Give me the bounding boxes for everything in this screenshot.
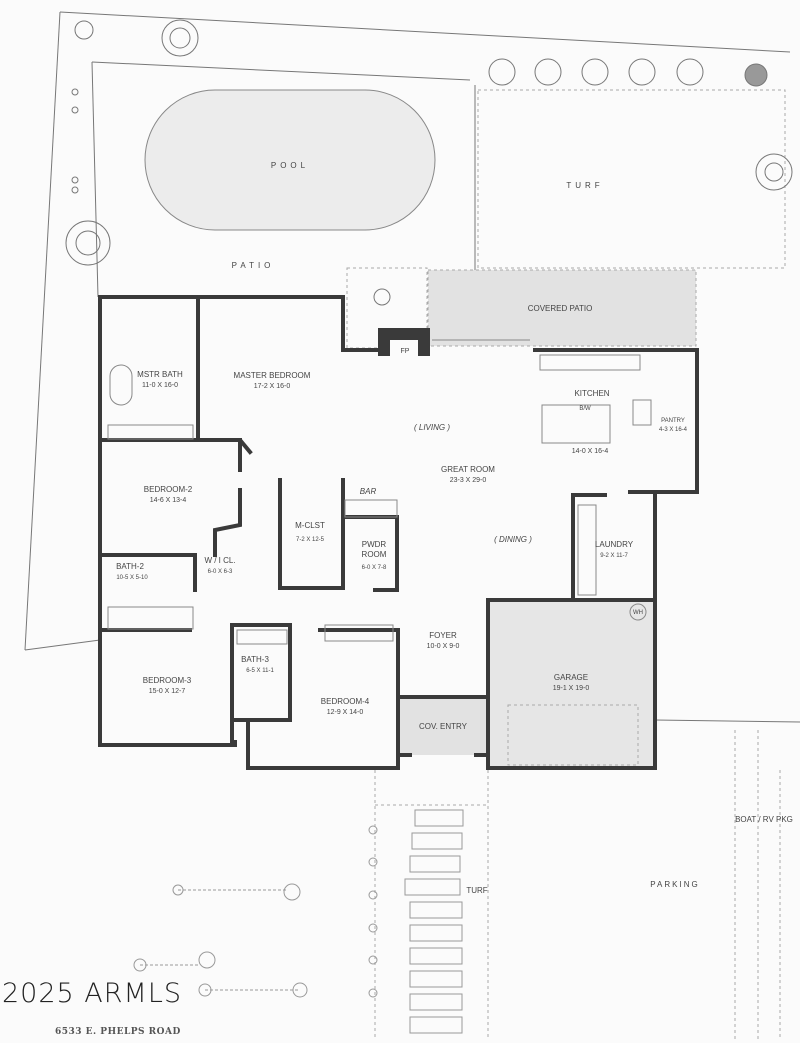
laundry-dims: 9-2 X 11-7 (600, 553, 628, 559)
room-labels: MSTR BATH 11-0 X 16-0 MASTER BEDROOM 17-… (116, 348, 688, 731)
turf-front-label: TURF (466, 886, 487, 895)
wh-label: WH (633, 610, 643, 616)
cov-entry-label: COV. ENTRY (419, 722, 468, 731)
turf-area (477, 89, 786, 269)
pool: POOL (144, 89, 436, 231)
mclst-name: M-CLST (295, 521, 325, 530)
cov-entry-floor (400, 697, 486, 755)
garage-door[interactable] (507, 704, 639, 766)
bedroom2-dims: 14-6 X 13-4 (150, 497, 187, 504)
parking-label: PARKING (650, 880, 699, 889)
master-bedroom-name: MASTER BEDROOM (234, 371, 311, 380)
mstr-bath-name: MSTR BATH (137, 370, 183, 379)
covered-patio-label: COVERED PATIO (528, 304, 593, 313)
great-room-dims: 23-3 X 29-0 (450, 477, 487, 484)
boat-rv-label: BOAT / RV PKG (735, 815, 793, 824)
fixtures (107, 339, 652, 645)
master-bedroom-dims: 17-2 X 16-0 (254, 383, 291, 390)
kitchen-name: KITCHEN (574, 389, 609, 398)
bedroom2-name: BEDROOM-2 (144, 485, 193, 494)
mclst-dims: 7-2 X 12-5 (296, 537, 325, 543)
pantry-name: PANTRY (661, 418, 685, 424)
great-room-name: GREAT ROOM (441, 465, 495, 474)
covered-patio (427, 269, 697, 347)
pantry-dims: 4-3 X 16-4 (659, 427, 688, 433)
mstr-bath-dims: 11-0 X 16-0 (142, 382, 178, 389)
garage-dims: 19-1 X 19-0 (553, 685, 590, 692)
address: 6533 E. PHELPS ROAD (55, 1027, 181, 1037)
bedroom4-name: BEDROOM-4 (321, 697, 370, 706)
garage-name: GARAGE (554, 673, 588, 682)
bath2-name: BATH-2 (116, 562, 144, 571)
front-yard: TURF PARKING BOAT / RV PKG (133, 730, 793, 1040)
pwdr-dims: 6-0 X 7-8 (362, 565, 387, 571)
bedroom4-dims: 12-9 X 14-0 (327, 709, 364, 716)
fp-label: FP (401, 348, 410, 355)
bedroom3-dims: 15-0 X 12-7 (149, 688, 186, 695)
pool-label: POOL (271, 161, 309, 170)
bar-label: BAR (360, 487, 377, 496)
living-label: ( LIVING ) (414, 423, 450, 432)
kitchen-dims: 14-0 X 16-4 (572, 448, 609, 455)
foyer-dims: 10-0 X 9-0 (427, 643, 460, 650)
patio-label: PATIO (232, 261, 275, 270)
plant-icons (65, 19, 793, 306)
foyer-name: FOYER (429, 631, 457, 640)
dining-label: ( DINING ) (494, 535, 532, 544)
bedroom3-name: BEDROOM-3 (143, 676, 192, 685)
laundry-name: LAUNDRY (595, 540, 634, 549)
pwdr-name1: PWDR (362, 540, 387, 549)
bath3-name: BATH-3 (241, 655, 269, 664)
garage-floor (490, 602, 653, 766)
bath2-dims: 10-5 X 5-10 (116, 575, 148, 581)
pwdr-name2: ROOM (362, 550, 387, 559)
wic-dims: 6-0 X 6-3 (208, 569, 233, 575)
property-lines (24, 11, 800, 723)
bath3-dims: 6-5 X 11-1 (246, 668, 274, 674)
walls (98, 295, 699, 770)
watermark: 2025 ARMLS (2, 978, 183, 1009)
island-label: B/W (579, 406, 591, 412)
wic-name: W / I CL. (204, 556, 235, 565)
turf-back-label: TURF (566, 181, 603, 190)
